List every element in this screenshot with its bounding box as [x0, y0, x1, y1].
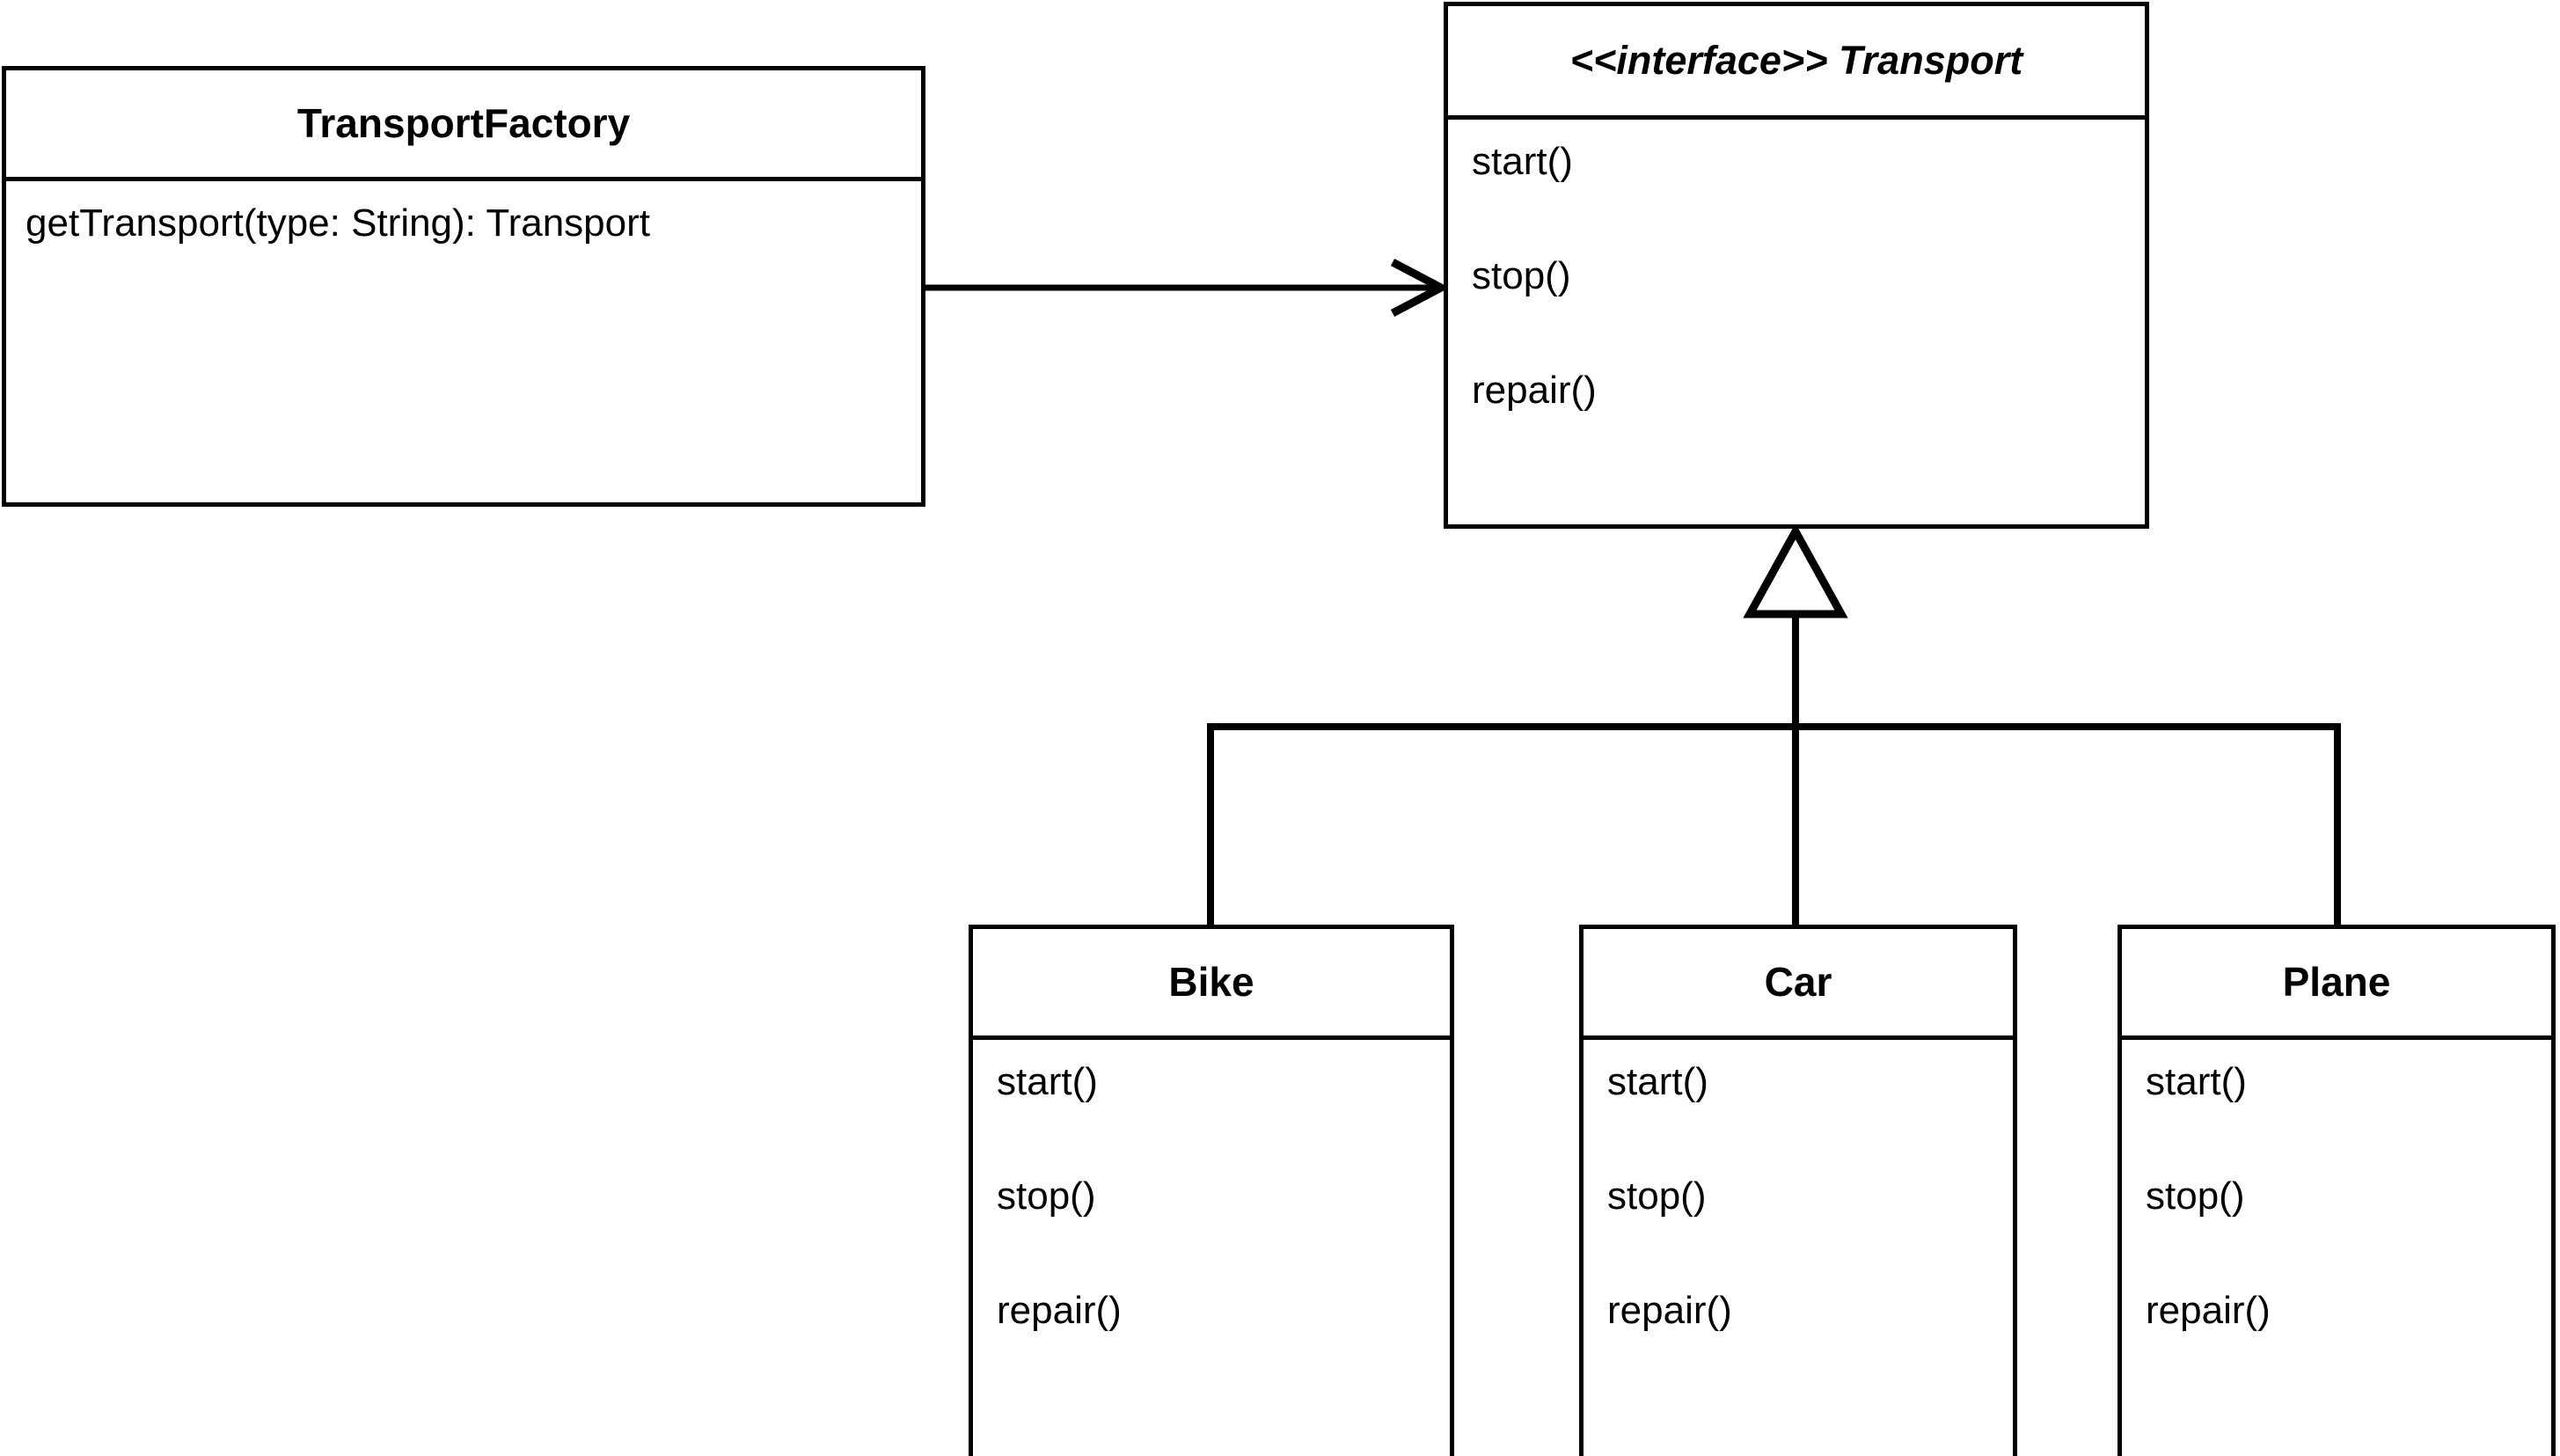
class-name-bike: Bike — [1168, 959, 1254, 1006]
class-box-plane[interactable]: Plane start() stop() repair() — [2117, 925, 2556, 1456]
class-box-transport-interface[interactable]: <<interface>> Transport start() stop() r… — [1444, 2, 2149, 529]
class-member: start() — [1472, 140, 1573, 183]
class-members-transport-interface: start() stop() repair() — [1448, 120, 2145, 433]
class-header-bike: Bike — [973, 929, 1450, 1040]
edge-generalization-bus — [1207, 523, 2341, 926]
class-header-transport-factory: TransportFactory — [6, 70, 921, 181]
class-member: stop() — [1607, 1174, 1707, 1218]
class-name-transport-interface: <<interface>> Transport — [1569, 38, 2023, 84]
class-members-plane: start() stop() repair() — [2122, 1040, 2551, 1353]
class-box-bike[interactable]: Bike start() stop() repair() — [969, 925, 1454, 1456]
class-header-transport-interface: <<interface>> Transport — [1448, 6, 2145, 120]
class-member: start() — [2146, 1060, 2247, 1103]
class-member: stop() — [1472, 254, 1571, 297]
class-member: stop() — [997, 1174, 1096, 1218]
class-member: stop() — [2146, 1174, 2245, 1218]
class-member: start() — [997, 1060, 1098, 1103]
class-member: repair() — [997, 1289, 1122, 1332]
class-name-plane: Plane — [2282, 959, 2391, 1006]
class-members-car: start() stop() repair() — [1584, 1040, 2013, 1353]
class-members-transport-factory: getTransport(type: String): Transport — [6, 181, 921, 266]
class-member: repair() — [2146, 1289, 2271, 1332]
class-header-plane: Plane — [2122, 929, 2551, 1040]
class-box-car[interactable]: Car start() stop() repair() — [1579, 925, 2017, 1456]
class-member: getTransport(type: String): Transport — [26, 201, 650, 245]
hollow-triangle-arrowhead-icon — [1743, 523, 1848, 618]
class-members-bike: start() stop() repair() — [973, 1040, 1450, 1353]
open-arrowhead-icon — [1390, 259, 1450, 317]
class-member: repair() — [1607, 1289, 1732, 1332]
class-member: repair() — [1472, 369, 1597, 412]
class-name-transport-factory: TransportFactory — [296, 100, 631, 147]
class-box-transport-factory[interactable]: TransportFactory getTransport(type: Stri… — [2, 66, 925, 507]
edge-factory-uses-transport — [925, 259, 1450, 317]
class-header-car: Car — [1584, 929, 2013, 1040]
class-name-car: Car — [1764, 959, 1832, 1006]
class-member: start() — [1607, 1060, 1708, 1103]
